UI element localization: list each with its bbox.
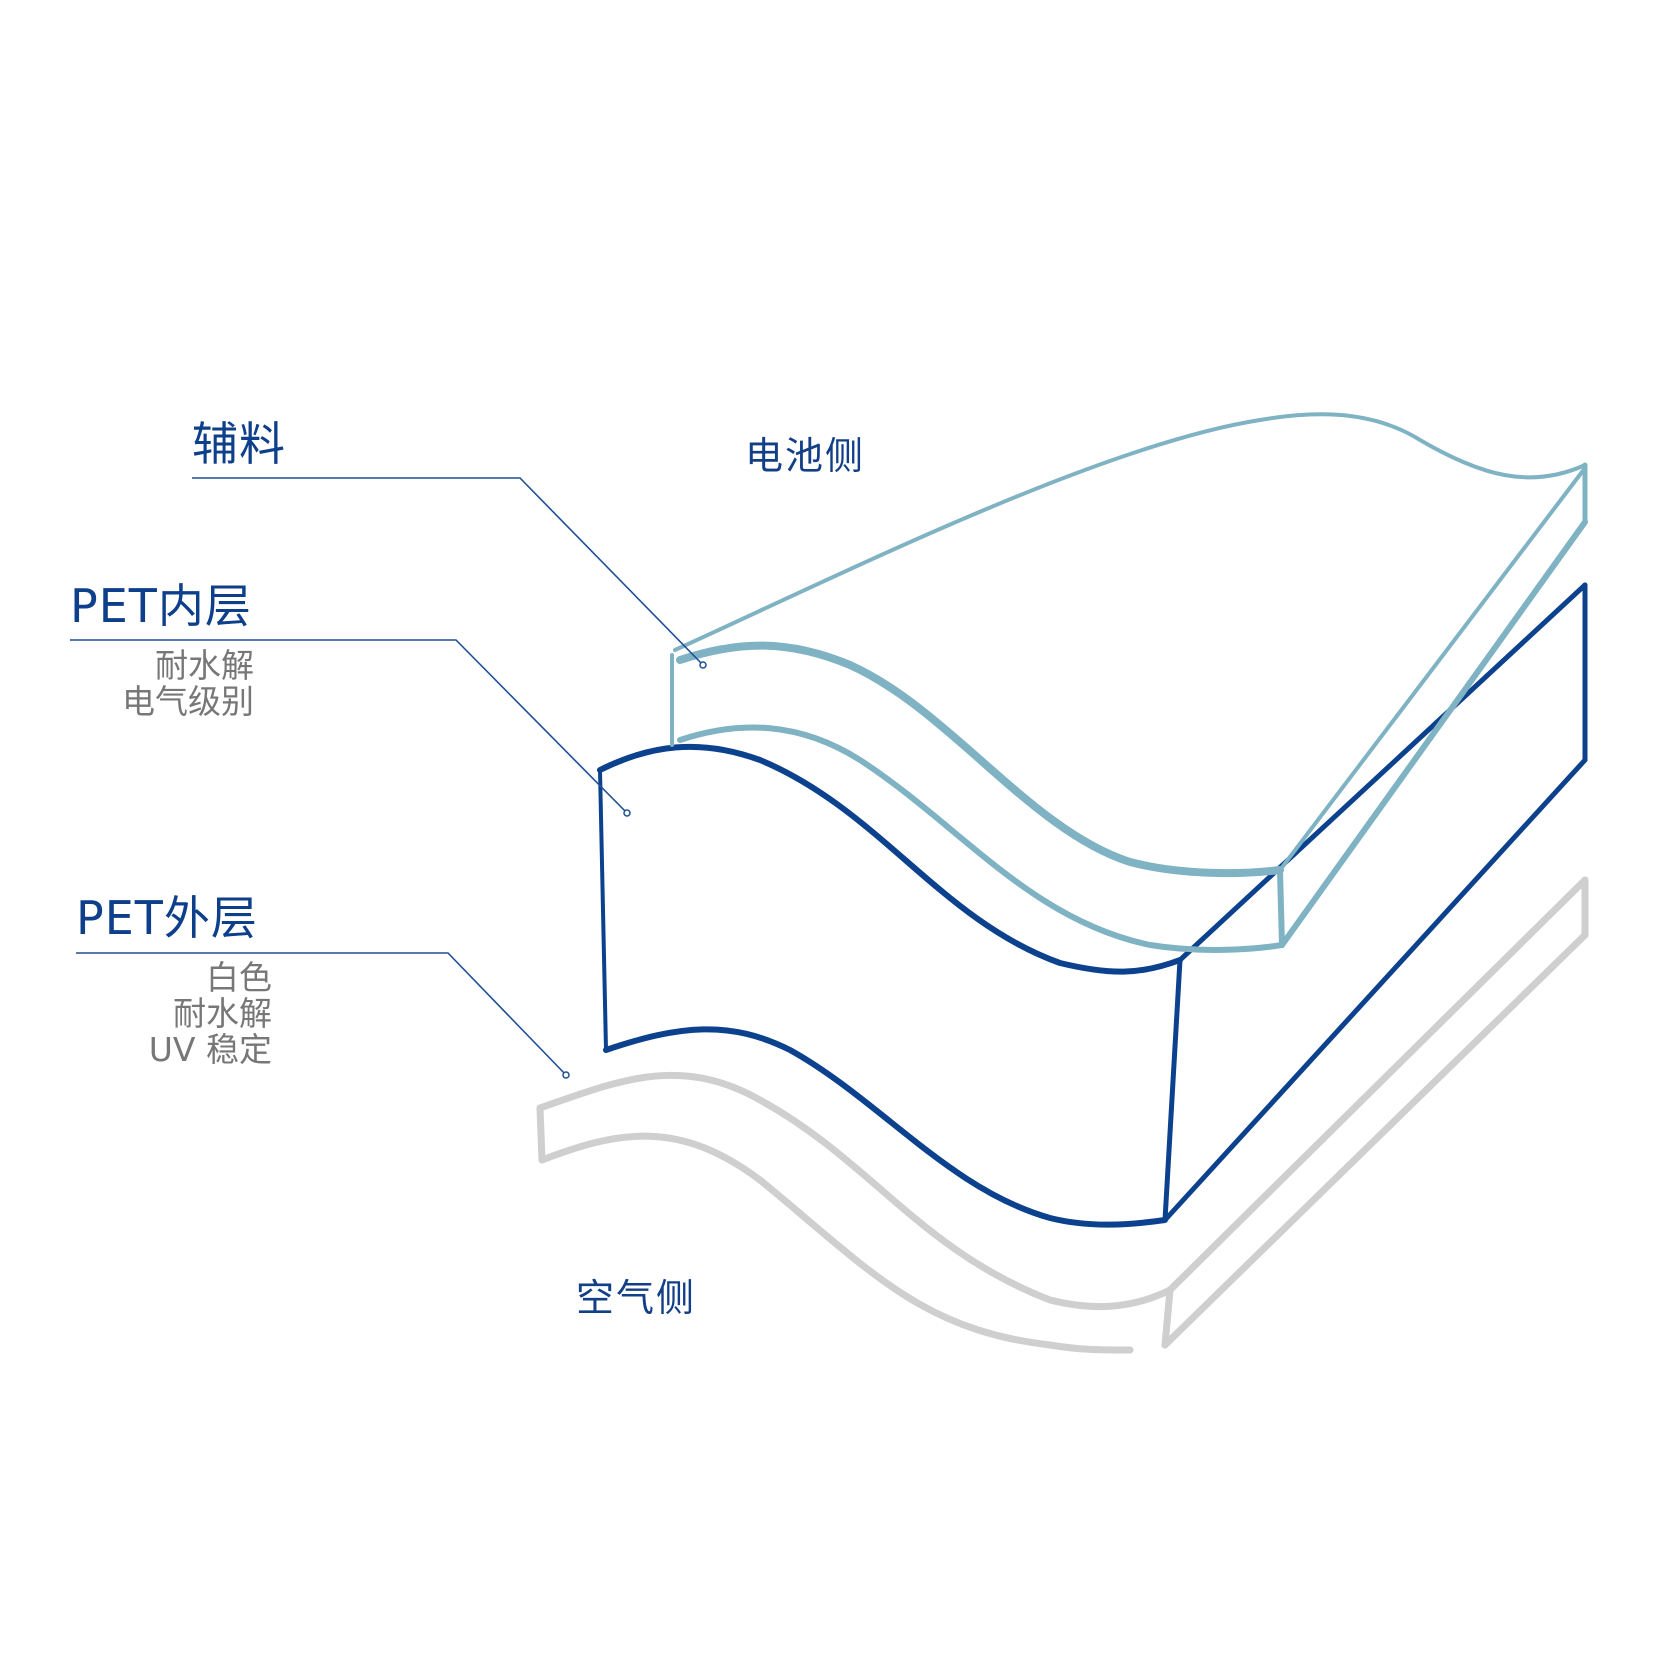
pet-inner-property: 耐水解 xyxy=(155,646,254,685)
leader-lines xyxy=(70,477,704,1076)
pet-outer-property: UV 稳定 xyxy=(148,1030,272,1069)
leader-dot-auxiliary xyxy=(699,661,707,669)
pet-outer-layer-shape xyxy=(536,876,1589,1354)
pet-inner-layer-shape xyxy=(597,582,1588,1228)
auxiliary-layer-title: 辅料 xyxy=(192,417,286,471)
pet-outer-layer-title: PET外层 xyxy=(76,891,258,945)
pet-inner-layer-title: PET内层 xyxy=(70,579,252,633)
leader-line-pet-outer xyxy=(76,952,567,1076)
pet-outer-layer-properties: 白色 耐水解 UV 稳定 xyxy=(149,960,272,1068)
pet-outer-property: 白色 xyxy=(206,958,272,997)
leader-line-pet-inner xyxy=(70,639,628,814)
leader-line-auxiliary xyxy=(192,477,704,666)
auxiliary-layer-shape xyxy=(670,412,1588,953)
leader-dot-pet-inner xyxy=(623,809,631,817)
leader-dots xyxy=(562,661,707,1079)
battery-side-label: 电池侧 xyxy=(745,434,866,478)
pet-inner-layer-properties: 耐水解 电气级别 xyxy=(122,648,254,720)
air-side-label: 空气侧 xyxy=(576,1276,697,1320)
pet-inner-property: 电气级别 xyxy=(122,682,254,721)
leader-dot-pet-outer xyxy=(562,1071,570,1079)
pet-outer-property: 耐水解 xyxy=(173,994,272,1033)
